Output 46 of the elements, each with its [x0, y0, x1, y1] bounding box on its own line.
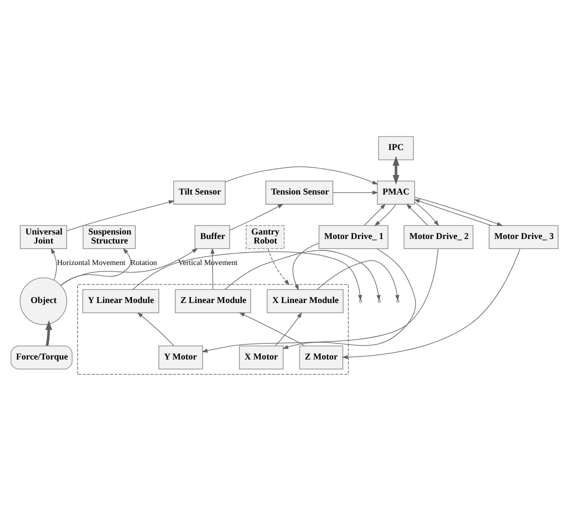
arrow	[406, 204, 428, 226]
node-box: Tension Sensor	[265, 180, 334, 205]
arrow	[238, 312, 306, 346]
arrow	[45, 320, 52, 346]
node-box: Tilt Sensor	[173, 180, 226, 205]
node-box: Gantry Robot	[246, 225, 284, 250]
arrow	[60, 248, 198, 286]
arrow	[50, 248, 57, 280]
node-box: Suspension Structure	[82, 225, 136, 250]
node-box: PMAC	[376, 180, 416, 205]
arrow	[132, 251, 362, 301]
node-box: Y Linear Module	[82, 289, 160, 314]
arrow	[230, 204, 284, 230]
node-box: Universal Joint	[20, 225, 67, 250]
arrow	[275, 312, 302, 346]
arrow	[414, 199, 492, 226]
node-circle: Object	[20, 277, 68, 325]
node-box: X Linear Module	[266, 289, 344, 314]
arrow	[414, 202, 439, 226]
arrow	[268, 248, 290, 286]
node-box: Force/Torque	[10, 346, 72, 370]
arrow	[202, 248, 438, 353]
arrow	[66, 200, 175, 232]
node-box: Motor Drive_ 1	[318, 225, 388, 250]
arrow	[137, 312, 174, 346]
arrow	[316, 260, 400, 301]
arrow	[224, 166, 378, 184]
arrow	[224, 250, 381, 301]
node-box: Motor Drive_ 3	[488, 225, 558, 250]
node-box: Z Linear Module	[174, 289, 251, 314]
arrow	[342, 248, 520, 360]
node-box: Motor Drive_ 2	[404, 225, 474, 250]
node-box: X Motor	[239, 346, 284, 370]
node-box: Buffer	[194, 225, 230, 250]
arrow	[414, 196, 503, 226]
node-box: Z Motor	[299, 346, 344, 370]
arrow	[332, 190, 378, 195]
arrow	[364, 204, 386, 226]
arrow	[292, 242, 320, 290]
arrow	[60, 248, 131, 286]
arrow	[210, 248, 215, 290]
node-box: Y Motor	[158, 346, 203, 370]
arrow	[282, 248, 416, 349]
node-box: IPC	[378, 136, 414, 160]
arrow	[392, 156, 400, 185]
arrow	[374, 204, 396, 226]
